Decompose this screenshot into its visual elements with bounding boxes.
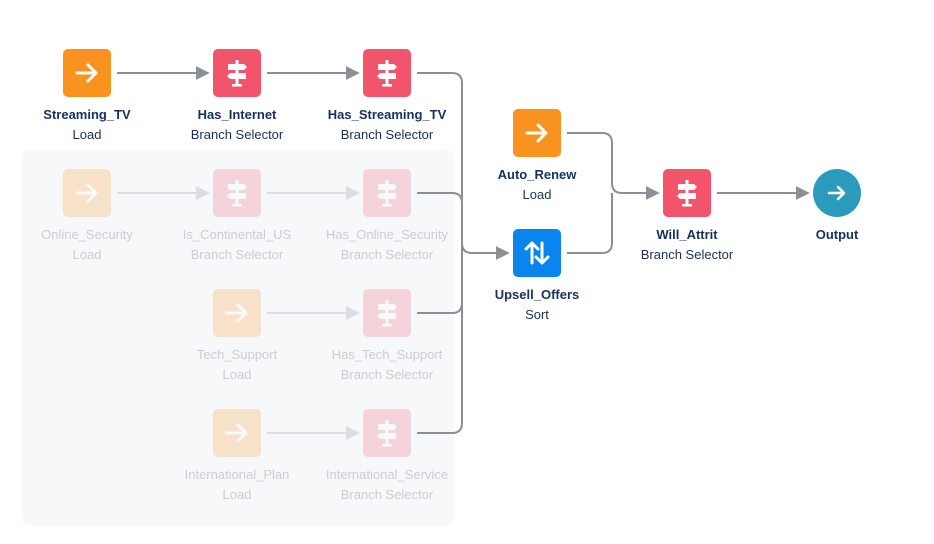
branch-node-icon [213, 49, 261, 97]
arrow-right-icon [225, 303, 248, 323]
node-name: Output [815, 227, 859, 242]
node-upsell-offers[interactable]: Upsell_Offers Sort [467, 229, 607, 329]
node-type: Branch Selector [190, 247, 284, 262]
branch-node-icon [213, 169, 261, 217]
node-name: Streaming_TV [43, 107, 131, 122]
node-name: Has_Internet [197, 107, 277, 122]
signpost-icon [227, 60, 247, 87]
node-online-security[interactable]: Online_Security Load [17, 169, 157, 269]
signpost-icon [227, 180, 247, 207]
node-type: Branch Selector [340, 247, 434, 262]
node-name: Upsell_Offers [494, 287, 580, 302]
branch-node-icon [363, 49, 411, 97]
load-node-icon [63, 49, 111, 97]
arrow-right-icon [75, 183, 98, 203]
arrow-right-icon [525, 123, 548, 143]
node-name: International_Service [325, 467, 449, 482]
node-has-internet[interactable]: Has_Internet Branch Selector [167, 49, 307, 149]
load-node-icon [213, 289, 261, 337]
node-has-streaming-tv[interactable]: Has_Streaming_TV Branch Selector [317, 49, 457, 149]
node-will-attrit[interactable]: Will_Attrit Branch Selector [617, 169, 757, 269]
branch-node-icon [363, 289, 411, 337]
node-has-online-security[interactable]: Has_Online_Security Branch Selector [317, 169, 457, 269]
load-node-icon [63, 169, 111, 217]
node-streaming-tv[interactable]: Streaming_TV Load [17, 49, 157, 149]
edge-has-online-security-to-upsell-offers [417, 192, 463, 253]
node-name: Will_Attrit [656, 227, 718, 242]
node-type: Branch Selector [340, 367, 434, 382]
branch-node-icon [363, 409, 411, 457]
node-has-tech-support[interactable]: Has_Tech_Support Branch Selector [317, 289, 457, 389]
node-name: Online_Security [41, 227, 133, 242]
signpost-icon [677, 180, 697, 207]
sort-node-icon [513, 229, 561, 277]
edge-upsell-offers-to-will-attrit [567, 193, 613, 254]
edge-auto-renew-to-will-attrit [567, 132, 660, 200]
node-type: Branch Selector [340, 487, 434, 502]
node-type: Load [72, 247, 102, 262]
load-node-icon [213, 409, 261, 457]
node-tech-support[interactable]: Tech_Support Load [167, 289, 307, 389]
edge-international-service-to-upsell-offers [417, 253, 463, 434]
edge-has-streaming-tv-to-upsell-offers [417, 72, 510, 260]
node-type: Load [72, 127, 102, 142]
node-is-continental-us[interactable]: Is_Continental_US Branch Selector [167, 169, 307, 269]
node-type: Branch Selector [190, 127, 284, 142]
node-name: International_Plan [184, 467, 290, 482]
node-type: Load [222, 367, 252, 382]
node-type: Branch Selector [640, 247, 734, 262]
output-node-icon [813, 169, 861, 217]
arrow-right-icon [225, 423, 248, 443]
node-international-service[interactable]: International_Service Branch Selector [317, 409, 457, 509]
node-international-plan[interactable]: International_Plan Load [167, 409, 307, 509]
signpost-icon [377, 180, 397, 207]
arrow-right-icon [75, 63, 98, 83]
branch-node-icon [663, 169, 711, 217]
node-auto-renew[interactable]: Auto_Renew Load [467, 109, 607, 209]
load-node-icon [513, 109, 561, 157]
node-name: Has_Streaming_TV [327, 107, 447, 122]
node-type: Load [522, 187, 552, 202]
signpost-icon [377, 420, 397, 447]
signpost-icon [377, 60, 397, 87]
node-output[interactable]: Output [767, 169, 907, 269]
node-name: Is_Continental_US [182, 227, 292, 242]
node-name: Has_Tech_Support [331, 347, 443, 362]
node-type: Load [222, 487, 252, 502]
node-name: Tech_Support [196, 347, 278, 362]
branch-node-icon [363, 169, 411, 217]
node-type: Branch Selector [340, 127, 434, 142]
node-name: Has_Online_Security [325, 227, 449, 242]
node-type: Sort [525, 307, 549, 322]
signpost-icon [377, 300, 397, 327]
arrow-right-icon [827, 185, 846, 201]
sort-arrows-icon [524, 241, 550, 265]
inactive-branch-overlay [22, 150, 454, 526]
node-name: Auto_Renew [497, 167, 577, 182]
